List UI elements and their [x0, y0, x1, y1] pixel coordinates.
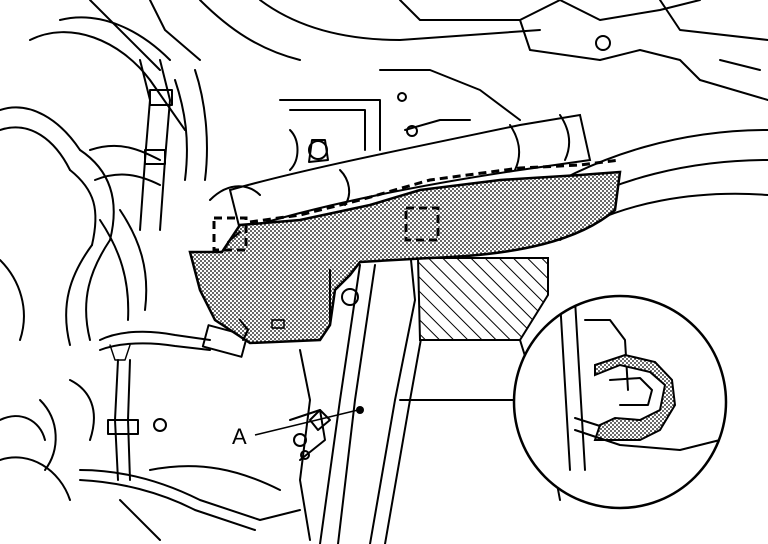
hidden-edge-dashed: [249, 158, 621, 224]
callout-label: A: [232, 424, 247, 449]
hatched-section-area: [416, 257, 549, 341]
clip-detail-magnifier: [512, 294, 728, 510]
clip-location-marker: [212, 216, 248, 252]
callout-a: A: [232, 406, 364, 449]
clip-location-marker: [404, 206, 440, 242]
dotted-cover-part: [188, 170, 622, 345]
upper-pipe: [209, 113, 592, 232]
